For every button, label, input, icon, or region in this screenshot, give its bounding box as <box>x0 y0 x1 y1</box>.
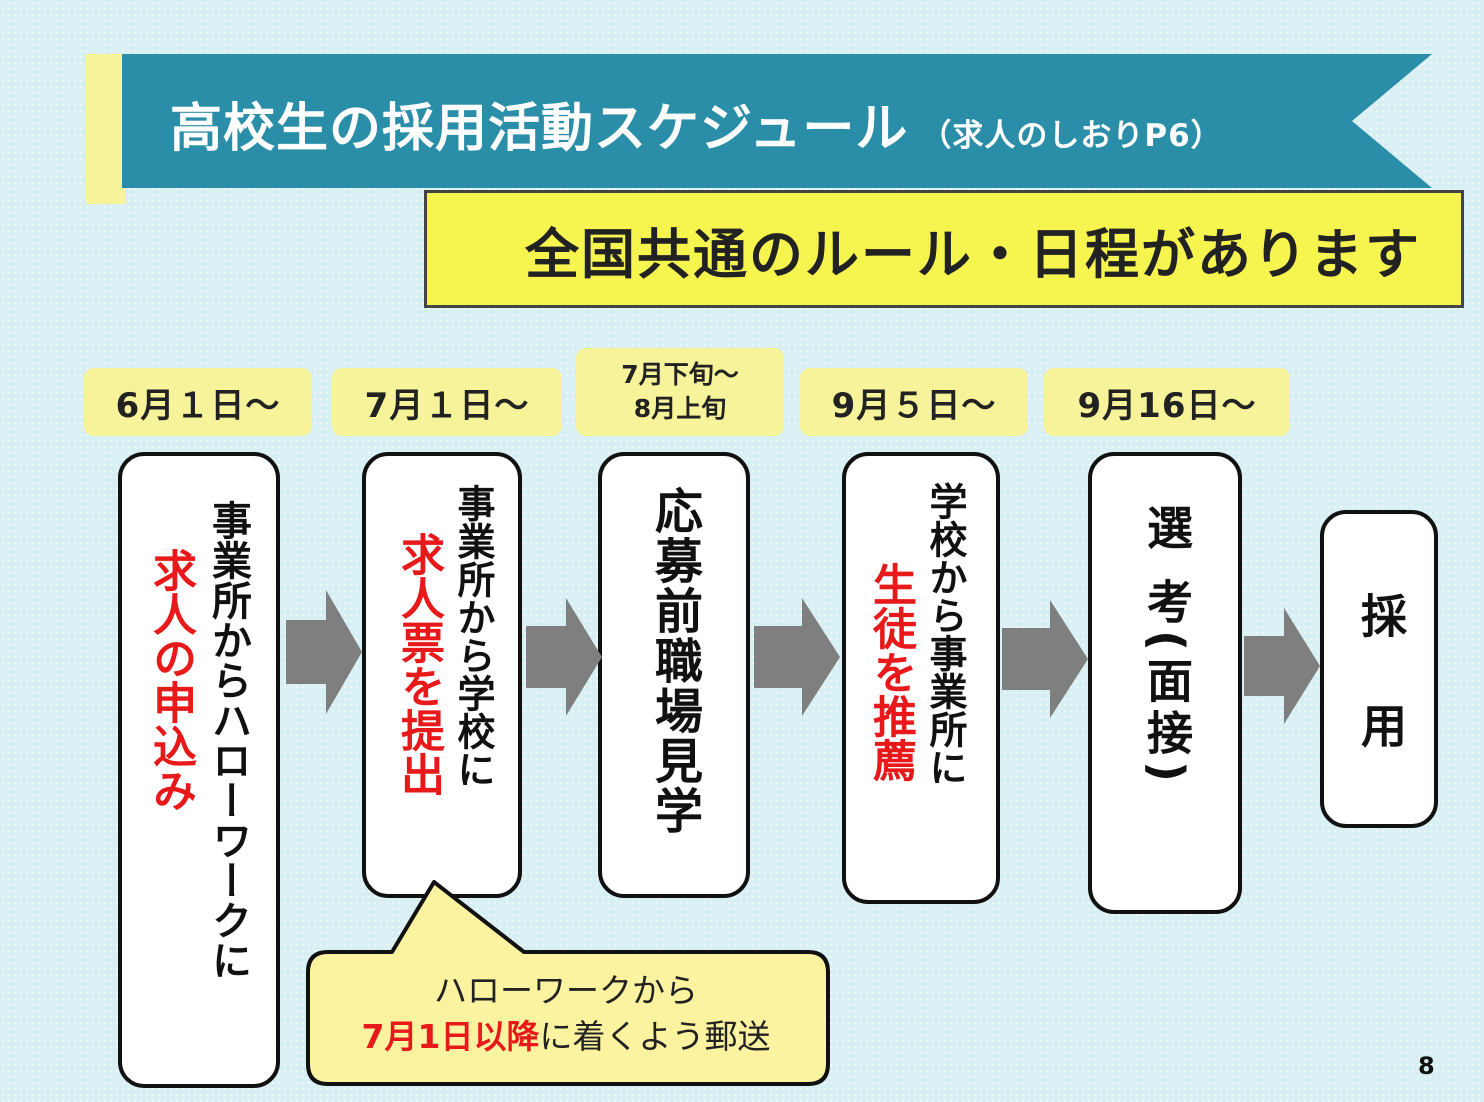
step-5-text: 選 考(面接) <box>1140 504 1194 789</box>
arrow-right-icon <box>526 598 602 716</box>
date-label-2: 7月１日～ <box>332 368 562 436</box>
step-2-text: 事業所から学校に <box>451 484 495 788</box>
banner-accent <box>86 54 126 204</box>
step-2-highlight: 求人票を提出 <box>393 532 444 796</box>
date-label-3-line1: 7月下旬～ <box>621 360 739 389</box>
step-4-text: 学校から事業所に <box>923 482 967 786</box>
step-hiring <box>1320 510 1438 828</box>
callout-line-2: 7月1日以降に着くよう郵送 <box>306 1014 826 1060</box>
rule-banner: 全国共通のルール・日程があります <box>424 190 1464 308</box>
arrow-right-icon <box>1002 600 1088 718</box>
arrow-right-icon <box>1244 608 1320 724</box>
arrow-right-icon <box>286 590 362 714</box>
step-3-text: 応募前職場見学 <box>646 486 702 836</box>
page-title: 高校生の採用活動スケジュール （求人のしおりP6） <box>170 86 1223 161</box>
step-workplace-visit <box>598 452 750 898</box>
arrow-right-icon <box>754 598 840 716</box>
speech-bubble <box>306 880 830 1086</box>
step-6-text: 採 用 <box>1354 592 1408 773</box>
date-label-1: 6月１日～ <box>84 368 312 436</box>
callout-line-1: ハローワークから <box>434 971 698 1010</box>
step-job-posting <box>362 452 522 898</box>
title-main: 高校生の採用活動スケジュール <box>170 99 909 159</box>
step-job-application <box>118 452 280 1088</box>
date-label-3: 7月下旬～ 8月上旬 <box>576 348 784 436</box>
date-label-4: 9月５日～ <box>800 368 1028 436</box>
step-1-highlight: 求人の申込み <box>145 548 196 812</box>
callout-date-highlight: 7月1日以降 <box>361 1017 540 1056</box>
step-recommendation <box>842 452 1000 904</box>
title-subtitle: （求人のしおりP6） <box>920 118 1223 154</box>
date-label-3-line2: 8月上旬 <box>633 394 727 423</box>
rule-banner-text: 全国共通のルール・日程があります <box>525 222 1421 286</box>
step-1-text: 事業所からハローワークに <box>205 500 251 980</box>
title-banner <box>122 54 1432 188</box>
callout-text: ハローワークから 7月1日以降に着くよう郵送 <box>306 968 826 1060</box>
step-4-highlight: 生徒を推薦 <box>865 562 916 782</box>
step-selection-interview <box>1088 452 1242 914</box>
date-label-5: 9月16日～ <box>1044 368 1290 436</box>
page-number: 8 <box>1418 1052 1435 1080</box>
callout-line-2-rest: に着くよう郵送 <box>539 1017 771 1056</box>
